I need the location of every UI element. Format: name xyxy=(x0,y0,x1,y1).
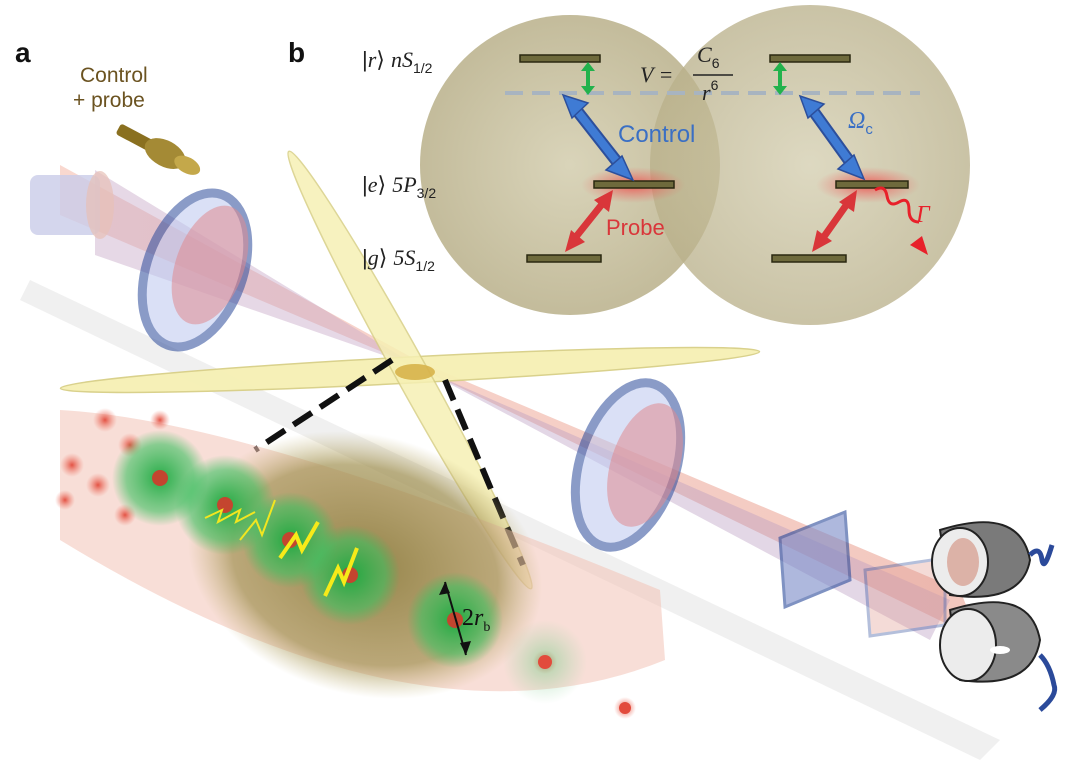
interaction-formula: V = C6 r6 xyxy=(640,42,733,105)
lens-left xyxy=(137,188,253,352)
panel-label-a: a xyxy=(15,37,31,68)
probe-arrow-left xyxy=(565,190,613,252)
svg-text:|r⟩ nS1/2: |r⟩ nS1/2 xyxy=(362,47,433,76)
coupling-arrow-left xyxy=(581,62,595,95)
panel-label-b: b xyxy=(288,37,305,68)
control-label: Control xyxy=(618,121,695,148)
coupling-arrow-right xyxy=(773,62,787,95)
level-label-e: |e⟩ 5P3/2 xyxy=(362,172,436,201)
single-photon-detector-bottom xyxy=(939,601,1058,712)
svg-text:V =: V = xyxy=(640,62,673,87)
lens-right xyxy=(570,378,686,552)
blockade-radius-arrow xyxy=(439,581,471,656)
fiber-coupler-icon xyxy=(116,124,201,175)
blockade-radius-label: 2rb xyxy=(462,605,490,635)
control-arrow-left xyxy=(561,93,635,182)
gamma-label: Γ xyxy=(915,202,931,228)
single-photon-detector-top xyxy=(931,521,1055,598)
omega-c-label: Ωc xyxy=(848,108,873,138)
probe-label: Probe xyxy=(606,215,665,240)
zoom-line-left xyxy=(253,357,394,453)
beam-label-line2: + probe xyxy=(73,89,145,112)
beam-label-line1: Control xyxy=(80,64,148,87)
svg-text:|g⟩ 5S1/2: |g⟩ 5S1/2 xyxy=(362,245,435,274)
atom-sphere-left xyxy=(420,15,720,315)
rydberg-blockade-spheres xyxy=(112,430,631,714)
probe-source xyxy=(30,171,114,239)
svg-text:C6: C6 xyxy=(697,42,720,71)
atom-sphere-right xyxy=(650,5,970,325)
svg-text:|e⟩ 5P3/2: |e⟩ 5P3/2 xyxy=(362,172,436,201)
level-label-g: |g⟩ 5S1/2 xyxy=(362,245,435,274)
energy-levels-right xyxy=(769,54,920,263)
svg-text:r6: r6 xyxy=(702,77,719,105)
filter-plates xyxy=(778,509,947,638)
probe-beam xyxy=(60,165,980,640)
decay-arrow xyxy=(874,186,928,255)
probe-arrow-right xyxy=(812,190,857,252)
level-label-r: |r⟩ nS1/2 xyxy=(362,47,433,76)
control-arrow-right xyxy=(798,94,866,181)
interaction-lightning xyxy=(204,499,359,597)
